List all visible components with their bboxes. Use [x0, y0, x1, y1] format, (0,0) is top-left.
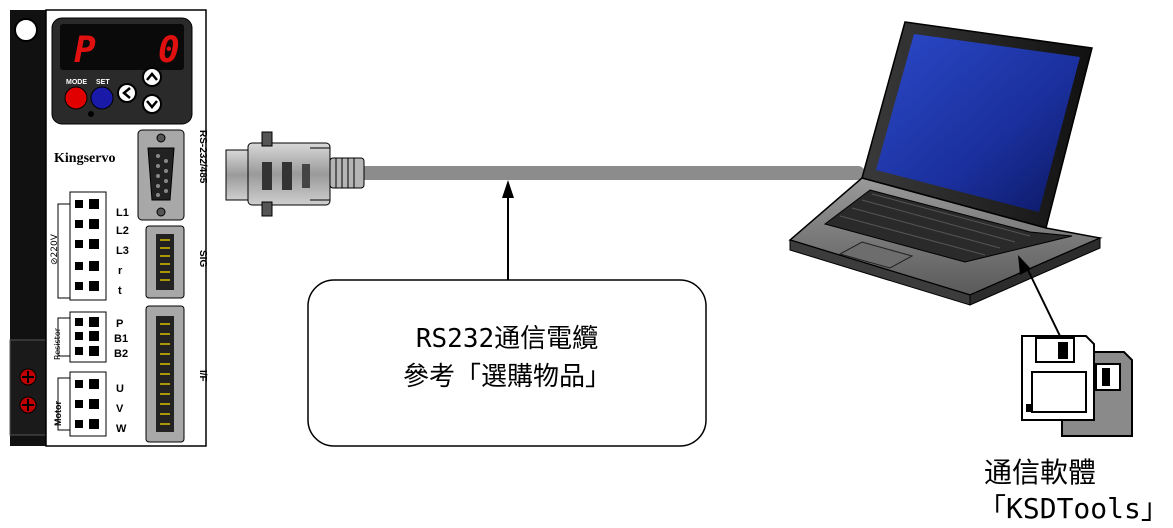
terminal-label: B1	[114, 333, 128, 345]
up-arrow-button[interactable]	[142, 67, 162, 87]
terminal-label: B2	[114, 348, 128, 360]
terminal-label: r	[118, 265, 123, 277]
terminal-label: V	[116, 403, 124, 415]
set-label: SET	[96, 79, 110, 86]
floppy-disk-icon	[1021, 335, 1133, 437]
display-digit-left: P	[74, 30, 96, 71]
mount-hole-icon	[14, 18, 38, 42]
terminal-label: L1	[116, 207, 129, 219]
resistor-group-label: Resistor	[53, 327, 62, 360]
if-port-label: I/F	[197, 370, 208, 382]
led-display	[60, 24, 184, 70]
db9-plug-icon	[225, 131, 331, 217]
terminal-label: P	[116, 318, 123, 330]
software-caption-line1: 通信軟體	[984, 456, 1097, 489]
laptop-keyboard	[823, 189, 1073, 263]
terminal-label: W	[116, 423, 127, 435]
left-arrow-button[interactable]	[117, 83, 137, 103]
terminal-label: L2	[116, 225, 129, 237]
cable-caption-line2: 參考「選購物品」	[402, 362, 611, 392]
strain-relief	[329, 157, 365, 189]
software-callout-arrow	[1018, 255, 1061, 337]
terminal-label: U	[116, 383, 124, 395]
cable-caption-line1: RS232通信電纜	[415, 324, 599, 354]
sig-port-label: SIG	[197, 250, 208, 267]
laptop-screen	[876, 34, 1080, 212]
rs232-cable	[225, 131, 865, 217]
power-group-label: ⊘220V	[50, 233, 60, 265]
software-caption-line2: 「KSDTools」	[978, 492, 1169, 525]
servo-drive: P 0 MODE SET Kingservo RS-232/485	[9, 9, 208, 447]
terminal-label: t	[118, 285, 122, 297]
display-digit-right: 0	[158, 30, 180, 71]
brand-label: Kingservo	[54, 151, 115, 166]
cable-caption: RS232通信電纜 參考「選購物品」	[308, 320, 706, 396]
cable-callout-box	[307, 279, 707, 447]
cable-callout-arrow	[502, 180, 514, 280]
mode-button[interactable]	[64, 86, 88, 110]
laptop-icon	[788, 21, 1103, 306]
software-caption: 通信軟體 「KSDTools」	[978, 455, 1173, 527]
terminal-label: L3	[116, 245, 129, 257]
set-button[interactable]	[90, 86, 114, 110]
down-arrow-button[interactable]	[142, 94, 162, 114]
mode-label: MODE	[66, 79, 87, 86]
ground-screw-icon	[19, 396, 37, 414]
motor-group-label: Motor	[53, 401, 63, 426]
laptop-touchpad	[838, 241, 914, 269]
rs232-port-label: RS-232/485	[197, 130, 208, 184]
ground-screw-icon	[19, 368, 37, 386]
